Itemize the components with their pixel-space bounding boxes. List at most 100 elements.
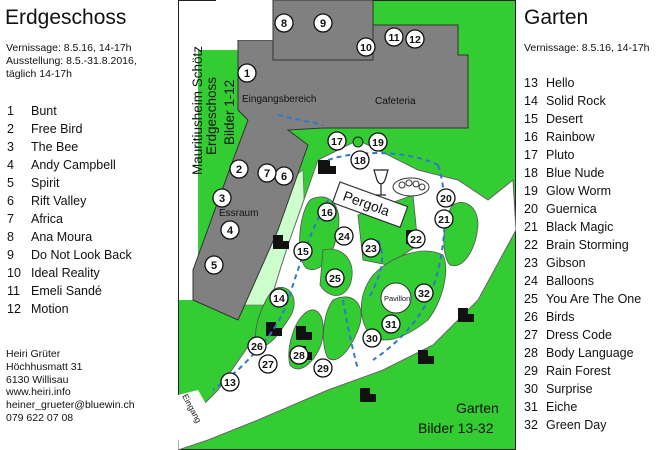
artwork-title: Africa (31, 212, 63, 226)
table-symbol (392, 177, 430, 197)
artwork-number: 25 (524, 292, 538, 306)
garden-pictures-label: Bilder 13-32 (418, 420, 494, 436)
essraum-label: Essraum (219, 208, 258, 219)
marker-14: 14 (269, 288, 289, 308)
artwork-number: 1 (7, 104, 14, 118)
marker-13: 13 (220, 372, 240, 392)
marker-number: 10 (360, 42, 372, 54)
marker-circle (327, 131, 347, 151)
marker-23: 23 (361, 238, 381, 258)
marker-circle (334, 226, 354, 246)
artwork-number: 26 (524, 310, 538, 324)
marker-number: 25 (329, 273, 341, 285)
marker-number: 2 (236, 164, 242, 176)
marker-26: 26 (247, 336, 267, 356)
marker-number: 17 (331, 136, 343, 148)
contact-website: www.heiri.info (6, 386, 71, 399)
artwork-title: Rain Forest (546, 364, 611, 378)
artwork-title: Free Bird (31, 122, 83, 136)
artwork-number: 27 (524, 328, 538, 342)
ausstellung-text: Ausstellung: 8.5.-31.8.2016, (6, 55, 137, 67)
garten-vernissage-text: Vernissage: 8.5.16, 14-17h (524, 42, 650, 54)
marker-circle (293, 241, 313, 261)
marker-16: 16 (317, 202, 337, 222)
artwork-title: Green Day (546, 418, 607, 432)
contact-street: Höchhusmatt 31 (6, 360, 83, 373)
marker-18: 18 (350, 150, 370, 170)
artwork-title: Andy Campbell (31, 158, 116, 172)
marker-circle (362, 328, 382, 348)
artwork-number: 2 (7, 122, 14, 136)
artwork-number: 17 (524, 148, 538, 162)
garden-path (178, 139, 516, 450)
marker-number: 27 (262, 359, 274, 371)
marker-number: 11 (388, 32, 399, 44)
artwork-number: 14 (524, 94, 538, 108)
artwork-list-item: 2 Free Bird (7, 120, 132, 138)
garden-label: Garten (456, 400, 499, 416)
floor-label: Erdgeschoss (204, 77, 219, 155)
artwork-number: 24 (524, 274, 538, 288)
artwork-title: Desert (546, 112, 583, 126)
marker-circle (229, 159, 249, 179)
artwork-number: 3 (7, 140, 14, 154)
artwork-number: 19 (524, 184, 538, 198)
marker-number: 32 (418, 288, 430, 300)
artwork-number: 31 (524, 400, 538, 414)
marker-circle (220, 372, 240, 392)
artwork-title: Body Language (546, 346, 634, 360)
marker-9: 9 (313, 13, 333, 33)
marker-number: 22 (410, 234, 422, 246)
marker-number: 21 (438, 214, 450, 226)
marker-circle (325, 268, 345, 288)
marker-12: 12 (405, 29, 425, 49)
marker-circle (212, 188, 232, 208)
artwork-number: 30 (524, 382, 538, 396)
artwork-title: The Bee (31, 140, 79, 154)
marker-number: 13 (224, 377, 236, 389)
artwork-number: 4 (7, 158, 14, 172)
opening-hours-text: täglich 14-17h (6, 68, 72, 80)
artwork-number: 10 (7, 266, 21, 280)
artwork-title: Gibson (546, 256, 586, 270)
building (192, 24, 469, 321)
marker-number: 9 (320, 18, 326, 30)
marker-circle (405, 29, 425, 49)
marker-circle (247, 336, 267, 356)
artwork-number: 16 (524, 130, 538, 144)
marker-number: 3 (219, 193, 225, 205)
artwork-title: Balloons (546, 274, 594, 288)
marker-28: 28 (289, 345, 309, 365)
artwork-list-item: 27 Dress Code (524, 326, 641, 344)
marker-31: 31 (381, 314, 401, 334)
marker-circle (220, 220, 240, 240)
marker-22: 22 (406, 229, 426, 249)
marker-25: 25 (325, 268, 345, 288)
artwork-title: Pluto (546, 148, 575, 162)
marker-circle (274, 13, 294, 33)
map-svg: Mauritiusheim Schötz Erdgeschoss Bilder … (178, 0, 516, 450)
panel-title-erdgeschoss: Erdgeschoss (5, 6, 127, 29)
pergola: Pergola (331, 181, 409, 229)
artwork-title: Brain Storming (546, 238, 629, 252)
marker-number: 16 (321, 207, 333, 219)
marker-number: 1 (244, 68, 250, 80)
marker-30: 30 (362, 328, 382, 348)
artwork-number: 18 (524, 166, 538, 180)
marker-circle (406, 229, 426, 249)
artwork-title: Dress Code (546, 328, 612, 342)
marker-circle (384, 27, 404, 47)
marker-circle (269, 288, 289, 308)
